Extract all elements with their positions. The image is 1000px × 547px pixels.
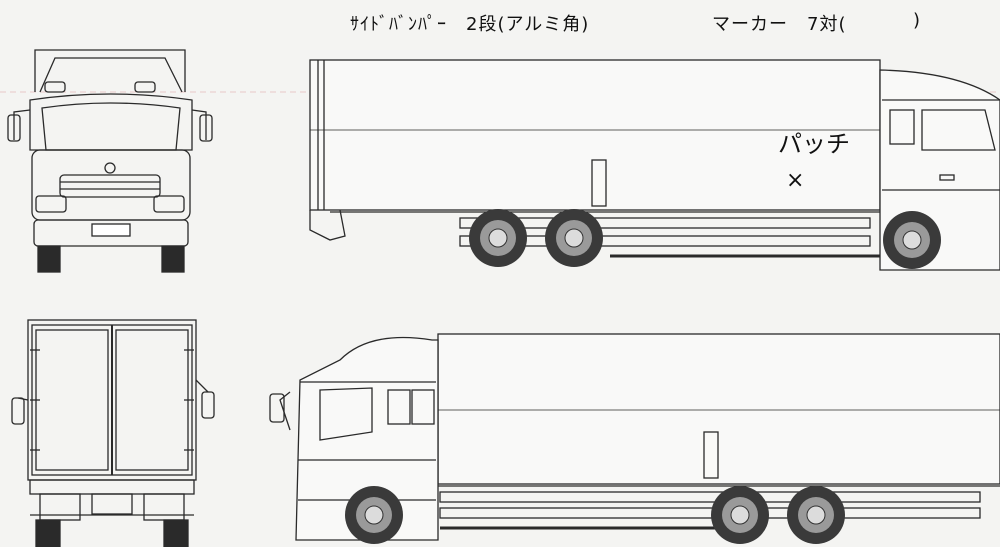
front-view (7, 49, 213, 273)
rear-view (11, 319, 215, 547)
patch-label: パッチ (778, 130, 850, 158)
bumper-spec-text: ｻｲﾄﾞﾊﾞﾝﾊﾟｰ 2段(アルミ角) (350, 14, 590, 35)
side-view-right (269, 333, 1000, 541)
marker-spec-text: マーカー 7対( (712, 14, 847, 35)
side-view-left (309, 59, 1000, 271)
marker-spec-close: ) (913, 10, 921, 31)
spec-header: ｻｲﾄﾞﾊﾞﾝﾊﾟｰ 2段(アルミ角) マーカー 7対( ) (0, 0, 1000, 40)
patch-mark: × (786, 168, 805, 193)
